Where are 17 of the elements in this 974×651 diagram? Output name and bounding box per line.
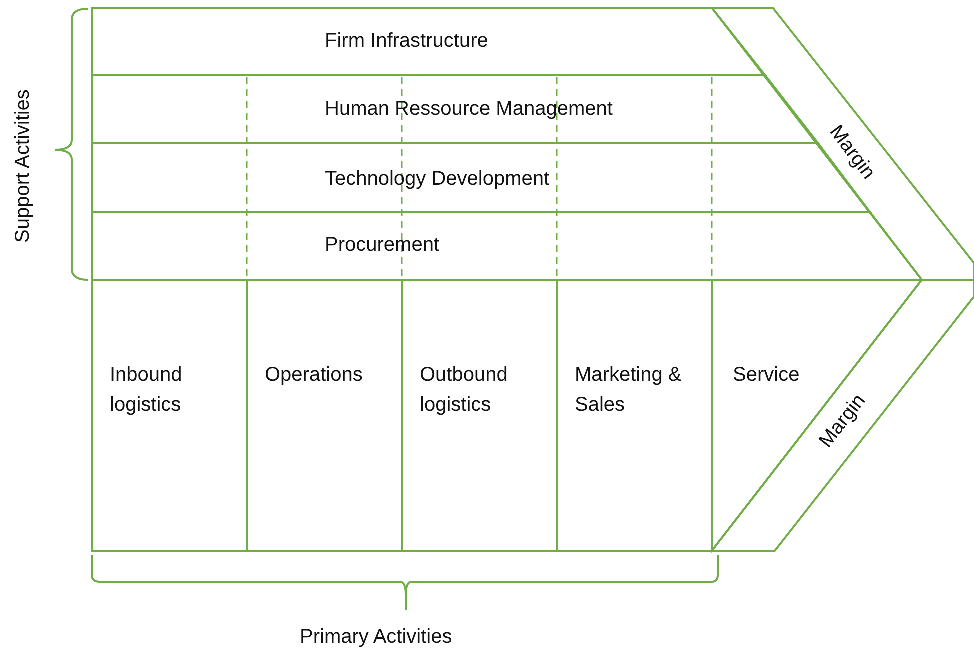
activity-label: Operations — [265, 363, 364, 388]
activity-label: Technology Development — [325, 167, 551, 192]
activity-column — [92, 280, 247, 551]
margin-band — [712, 280, 974, 551]
activity-band — [92, 75, 818, 143]
activity-label: Inbound logistics — [110, 363, 184, 418]
activity-label: Service — [733, 363, 801, 388]
activity-label: Procurement — [325, 233, 440, 258]
group-label: Support Activities — [12, 90, 35, 243]
activity-label: Human Ressource Management — [325, 97, 614, 122]
activity-label: Marketing & Sales — [575, 363, 683, 418]
group-label: Primary Activities — [300, 626, 452, 649]
activity-label: Outbound logistics — [420, 363, 509, 418]
activity-column — [712, 280, 922, 551]
margin-band — [712, 8, 974, 280]
activity-label: Firm Infrastructure — [325, 29, 490, 54]
activity-band — [92, 8, 765, 75]
